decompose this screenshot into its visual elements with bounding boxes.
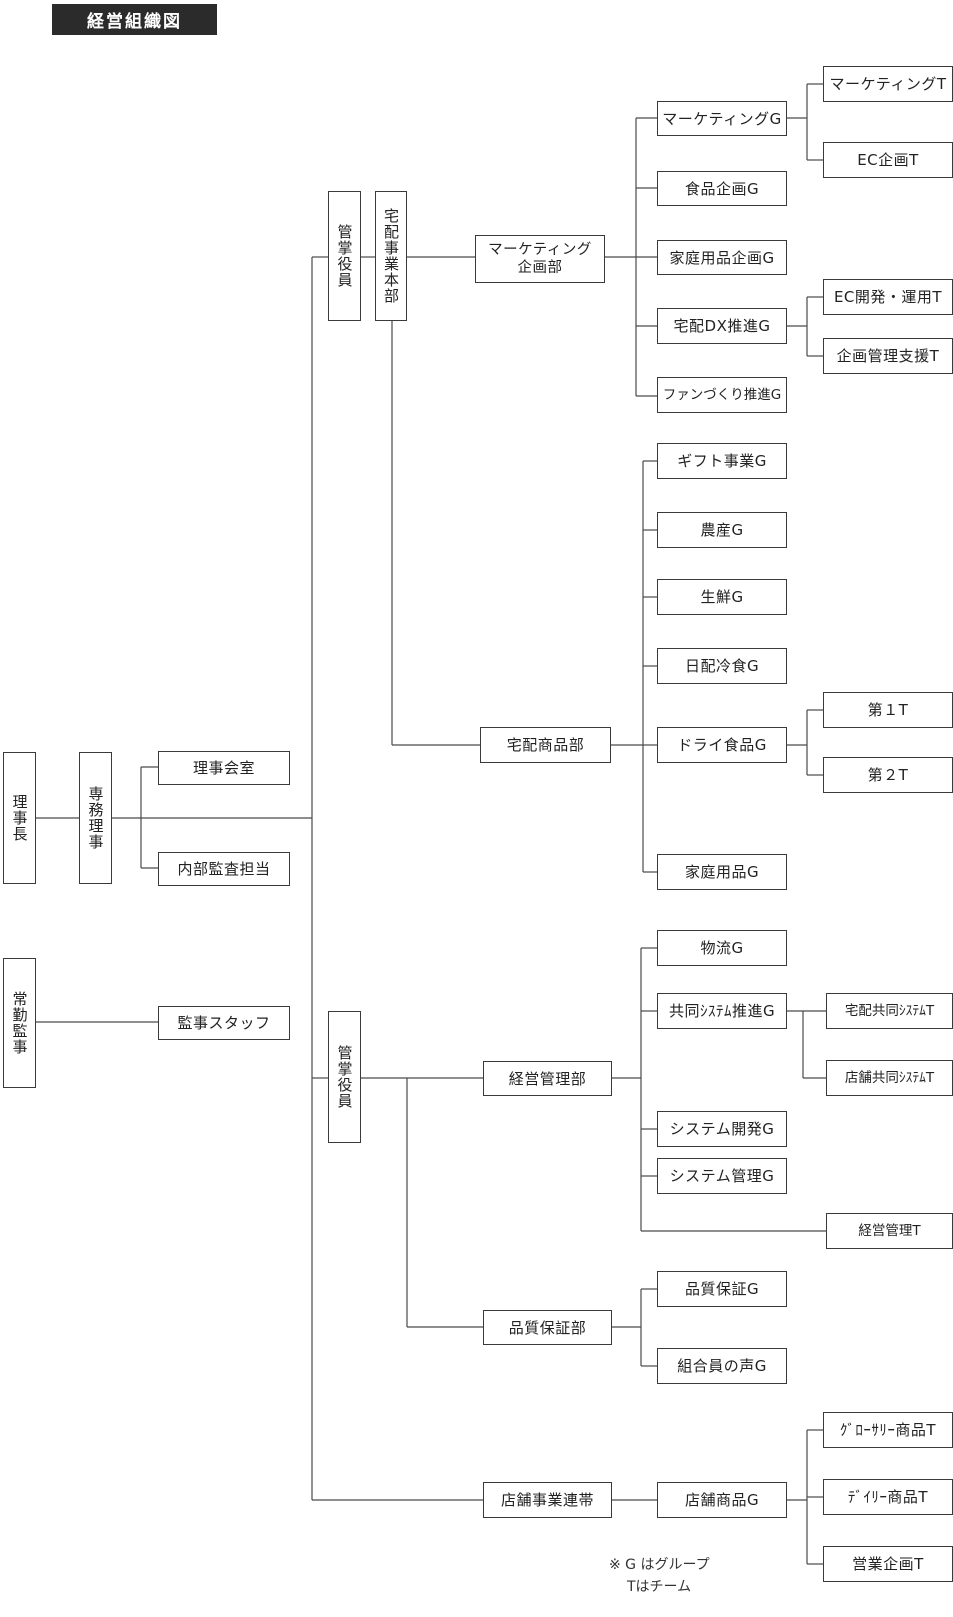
box-rijikaishitsu: 理事会室 (158, 751, 290, 785)
box-marketing-g: マーケティングG (657, 101, 787, 136)
box-nichihai-g: 日配冷食G (657, 648, 787, 684)
box-fan-g: ファンづくり推進G (657, 377, 787, 413)
box-keiei-kanri: 経営管理部 (483, 1061, 612, 1096)
box-grocery-t: ｸﾞﾛｰｻﾘｰ商品T (823, 1412, 953, 1448)
box-kanji-staff: 監事スタッフ (158, 1006, 290, 1040)
box-ec-kikaku-t: EC企画T (823, 142, 953, 178)
box-takuhai-shohin: 宅配商品部 (480, 727, 611, 763)
box-hinshitsu-hosho: 品質保証部 (483, 1310, 612, 1345)
box-dx-g: 宅配DX推進G (657, 308, 787, 344)
box-tenpo-kyodo-t: 店舗共同ｼｽﾃﾑT (826, 1060, 953, 1096)
box-marketing-t: マーケティングT (823, 66, 953, 102)
box-ec-kaihatsu-t: EC開発・運用T (823, 279, 953, 315)
box-tenpo-shohin-g: 店舗商品G (657, 1482, 787, 1518)
page-title: 経営組織図 (52, 4, 217, 35)
box-kikaku-kanri-t: 企画管理支援T (823, 338, 953, 374)
box-katei-g: 家庭用品G (657, 854, 787, 890)
box-marketing-kikaku: マーケティング 企画部 (475, 235, 605, 283)
box-shokuhin-kikaku-g: 食品企画G (657, 171, 787, 206)
box-keiei-kanri-t: 経営管理T (826, 1213, 953, 1249)
box-nosan-g: 農産G (657, 512, 787, 548)
legend-team: Tはチーム (627, 1579, 692, 1595)
box-naibu-kansa: 内部監査担当 (158, 852, 290, 886)
box-takuhai-honbu: 宅配事業本部 (375, 191, 407, 321)
box-kansho-yakuin-2: 管掌役員 (328, 1011, 361, 1143)
box-kansho-yakuin-1: 管掌役員 (328, 191, 361, 321)
box-eigyo-kikaku-t: 営業企画T (823, 1546, 953, 1582)
box-dai2-t: 第２T (823, 757, 953, 793)
box-system-kaihatsu-g: システム開発G (657, 1111, 787, 1147)
box-senmu-riji: 専務理事 (79, 752, 112, 884)
box-tenpo-jigyo: 店舗事業連帯 (483, 1482, 612, 1518)
box-katei-kikaku-g: 家庭用品企画G (657, 240, 787, 275)
box-kyodo-system-g: 共同ｼｽﾃﾑ推進G (657, 993, 787, 1029)
box-seisen-g: 生鮮G (657, 579, 787, 615)
box-hinshitsu-g: 品質保証G (657, 1271, 787, 1307)
box-system-kanri-g: システム管理G (657, 1158, 787, 1194)
box-butsuryu-g: 物流G (657, 930, 787, 966)
box-dai1-t: 第１T (823, 692, 953, 728)
box-gift-g: ギフト事業G (657, 443, 787, 479)
box-rijicho: 理事長 (3, 752, 36, 884)
box-jokin-kanji: 常勤監事 (3, 958, 36, 1088)
box-daily-t: ﾃﾞｲﾘｰ商品T (823, 1479, 953, 1515)
box-takuhai-kyodo-t: 宅配共同ｼｽﾃﾑT (826, 993, 953, 1029)
box-koe-g: 組合員の声G (657, 1348, 787, 1384)
legend-group: ※ G はグループ (609, 1557, 710, 1573)
box-dry-g: ドライ食品G (657, 727, 787, 763)
